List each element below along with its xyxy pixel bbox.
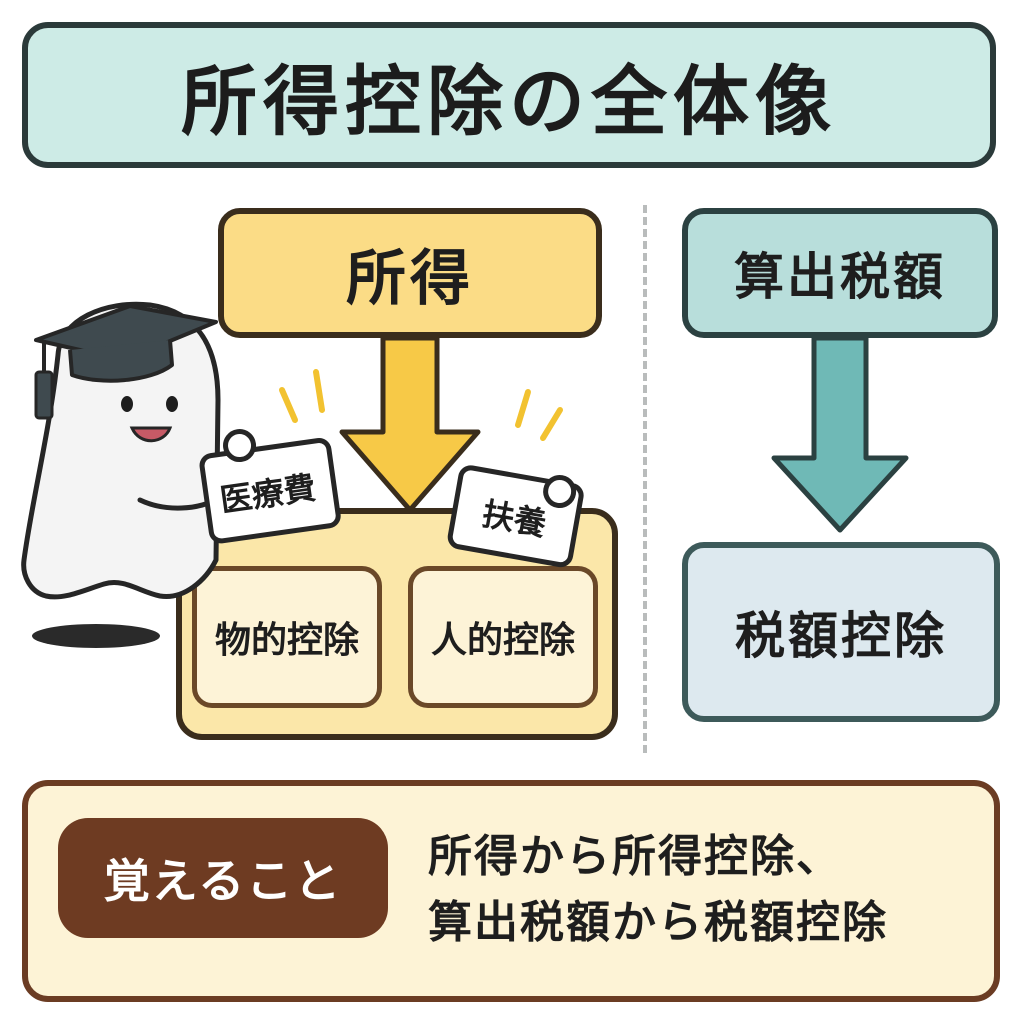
tax-credit-box: 税額控除 (682, 542, 1000, 722)
memo-line-1: 所得から所得控除、 (428, 831, 842, 882)
deduction-card-personal: 人的控除 (408, 566, 598, 708)
calculated-tax-label: 算出税額 (734, 248, 946, 306)
arrow-down-tax-icon (771, 335, 909, 533)
page-title: 所得控除の全体像 (181, 57, 837, 146)
dependent-tag (447, 465, 584, 568)
ghost-shadow-icon (32, 624, 160, 648)
calculated-tax-box: 算出税額 (682, 208, 998, 338)
sparkle-lines-right-icon (515, 389, 563, 441)
title-banner: 所得控除の全体像 (22, 22, 996, 168)
sparkle-lines-left-icon (279, 369, 325, 423)
memo-badge-label: 覚えること (103, 854, 343, 908)
income-box: 所得 (218, 208, 602, 338)
medical-expense-tag (199, 429, 341, 544)
graduation-cap-icon (34, 304, 218, 420)
income-label: 所得 (346, 243, 474, 314)
memo-badge: 覚えること (58, 818, 388, 938)
deduction-card-label: 人的控除 (430, 620, 575, 661)
memo-line-2: 算出税額から税額控除 (428, 897, 888, 948)
deduction-card-material: 物的控除 (192, 566, 382, 708)
deduction-card-label: 物的控除 (214, 620, 359, 661)
dashed-divider (643, 205, 647, 753)
tax-credit-label: 税額控除 (735, 607, 947, 665)
arrow-down-income-icon (339, 335, 481, 513)
